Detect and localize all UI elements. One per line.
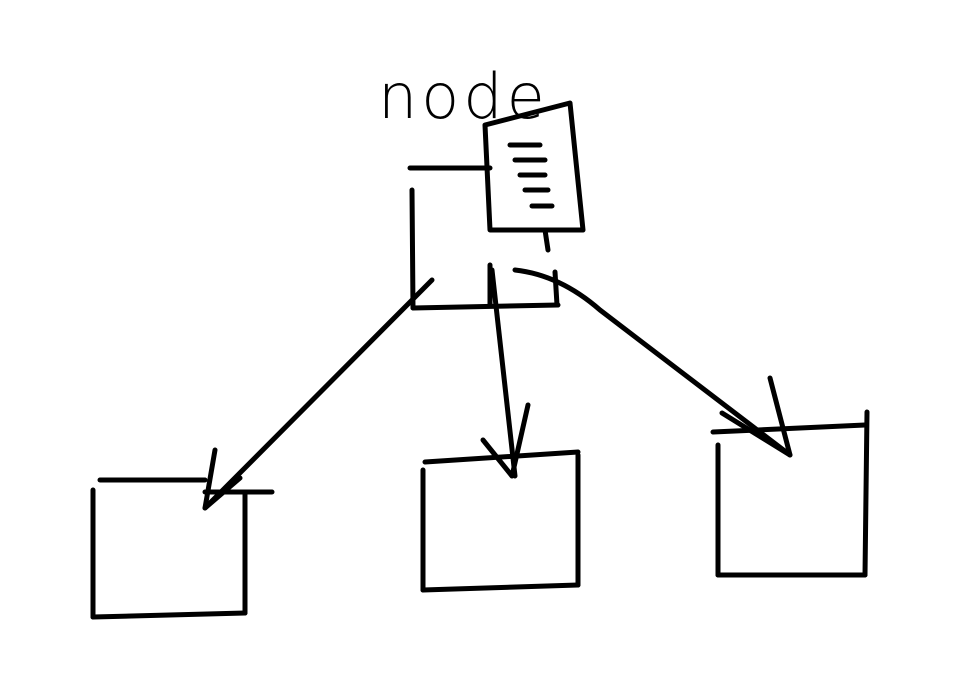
arrow-to-middle-child [480,267,531,479]
middle-child-box [420,449,581,593]
arrow-to-left-child [202,277,435,511]
left-child-box [90,477,275,620]
right-child-box [710,409,870,578]
node-label: node [378,60,549,133]
arrow-to-right-child [512,267,793,458]
document-icon [482,100,586,253]
